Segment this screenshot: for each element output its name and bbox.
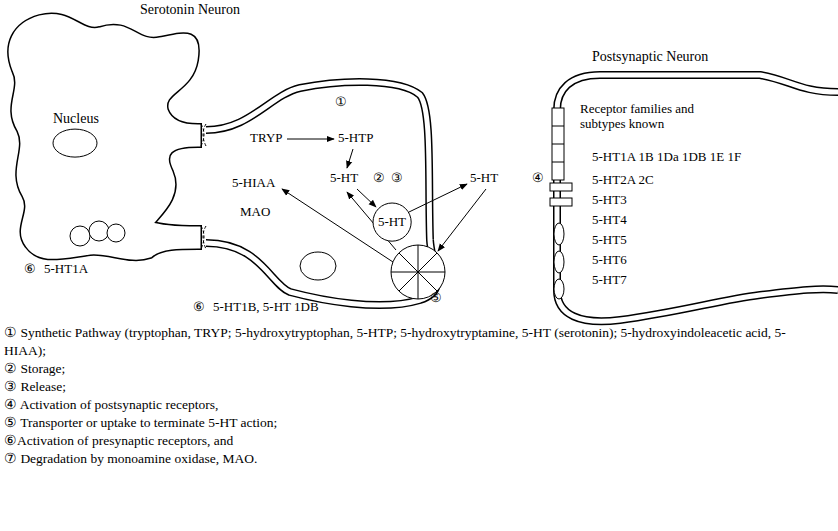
node-text: 5-HT1A 1B 1Da 1DB 1E 1F xyxy=(592,150,741,165)
callout-number: ② xyxy=(373,171,385,186)
vesicle-circle xyxy=(373,203,411,241)
callout-number: ③ xyxy=(391,171,403,186)
serotonin-soma xyxy=(11,16,204,257)
node-heading: Postsynaptic Neuron xyxy=(592,49,708,65)
callout-number: ① xyxy=(335,95,347,110)
pathway-label: 5-HT1B, 5-HT 1DB xyxy=(213,300,319,315)
note-line: ⑦ Degradation by monoamine oxidase, MAO. xyxy=(4,450,804,468)
pathway-label: 5-HT xyxy=(330,171,358,186)
callout-number: ⑥ xyxy=(24,262,36,277)
node-text: Receptor families and subtypes known xyxy=(580,102,720,132)
note-line: ⑤ Transporter or uptake to terminate 5-H… xyxy=(4,414,804,432)
pathway-label: 5-HT1A xyxy=(44,262,88,277)
nucleus: Nucleus xyxy=(45,110,109,166)
callout-number: ⑥ xyxy=(193,300,205,315)
node-text: 5-HT7 xyxy=(592,273,627,288)
pathway-label: 5-HT xyxy=(470,171,498,186)
note-line: ③ Release; xyxy=(4,378,804,396)
pathway-label: MAO xyxy=(240,205,270,220)
node-text: 5-HT5 xyxy=(592,233,627,248)
note-line: ② Storage; xyxy=(4,360,804,378)
pathway-label: 5-HTP xyxy=(338,131,373,146)
note-line: ⑥Activation of presynaptic receptors, an… xyxy=(4,432,804,450)
callout-number: ⑤ xyxy=(430,291,442,306)
vesicle: 5-HT xyxy=(372,202,412,242)
node-text: 5-HT2A 2C xyxy=(592,173,654,188)
postsynaptic-neuron: Postsynaptic NeuronReceptor families and… xyxy=(545,40,838,330)
pathway-arrows xyxy=(282,139,486,262)
node-heading: Serotonin Neuron xyxy=(140,2,240,18)
pathway-label: 5-HIAA xyxy=(232,176,275,191)
node-text: 5-HT6 xyxy=(592,253,627,268)
note-line: ④ Activation of postsynaptic receptors, xyxy=(4,396,804,414)
callout-number: ④ xyxy=(532,171,544,186)
node-text: 5-HT4 xyxy=(592,213,627,228)
nucleus-oval xyxy=(53,129,97,157)
notes-list: ① Synthetic Pathway (tryptophan, TRYP; 5… xyxy=(4,324,804,468)
note-line: ① Synthetic Pathway (tryptophan, TRYP; 5… xyxy=(4,324,804,360)
node-heading: 5-HT xyxy=(378,215,406,230)
node-heading: Nucleus xyxy=(53,111,99,127)
node-text: 5-HT3 xyxy=(592,193,627,208)
postsynaptic-membrane xyxy=(550,75,838,321)
pathway-label: TRYP xyxy=(250,131,283,146)
